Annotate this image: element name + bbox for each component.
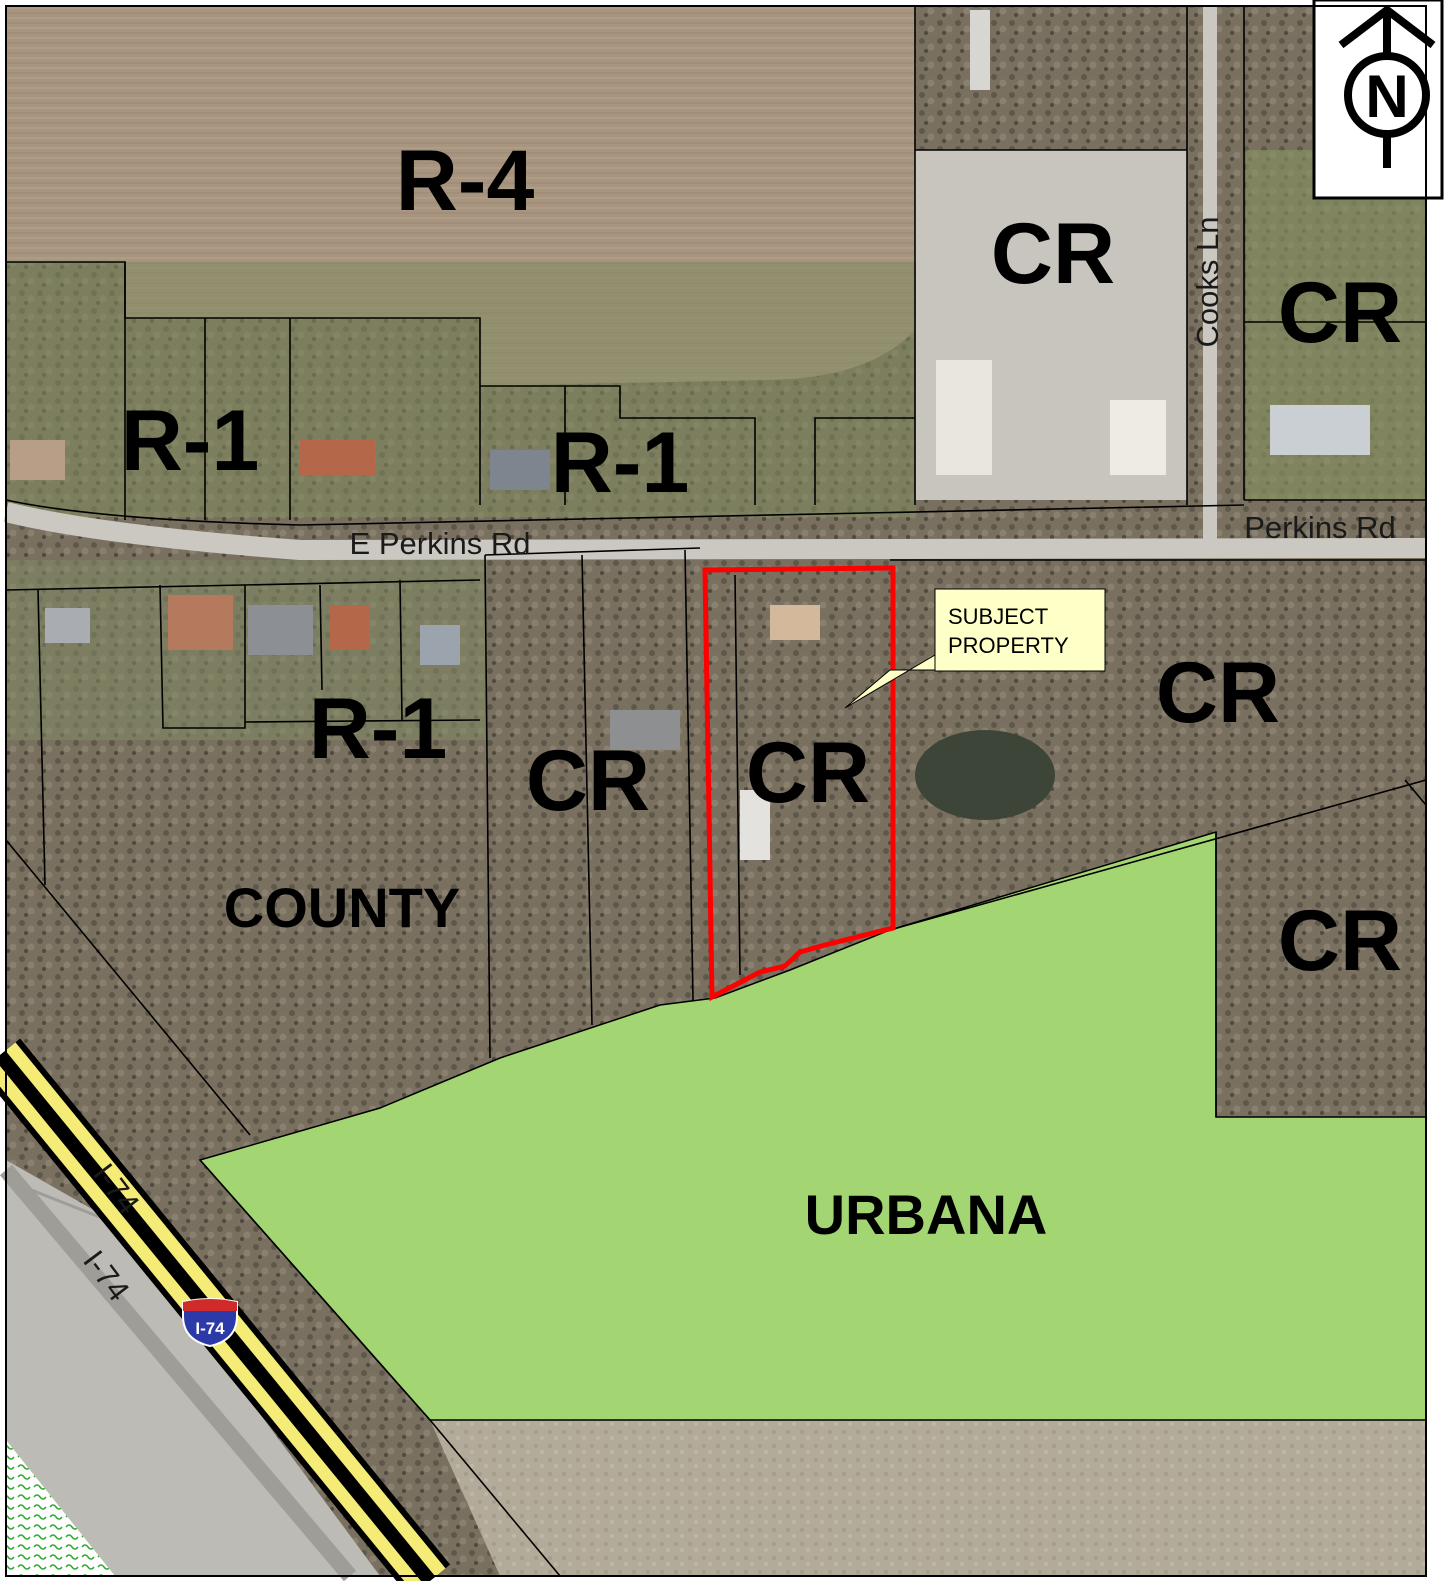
- callout-line1: SUBJECT: [948, 604, 1048, 629]
- zone-label-cr-east: CR: [1156, 645, 1280, 741]
- zone-labels: R-4 R-1 R-1 R-1 CR CR CR CR CR CR COUNTY…: [121, 133, 1402, 1246]
- aerial-background: [3, 6, 1427, 1576]
- callout-line2: PROPERTY: [948, 633, 1069, 658]
- zone-label-r4: R-4: [396, 133, 535, 229]
- north-arrow-icon: N: [1312, 0, 1444, 200]
- zone-label-cr-north: CR: [991, 206, 1115, 302]
- subject-property-outline[interactable]: [702, 565, 896, 1002]
- zone-label-urbana: URBANA: [805, 1183, 1048, 1246]
- zone-label-cr-southeast: CR: [1278, 893, 1402, 989]
- north-arrow-letter: N: [1365, 63, 1408, 130]
- zone-label-r1-center: R-1: [551, 415, 690, 511]
- subject-property-callout: SUBJECT PROPERTY: [844, 588, 1106, 709]
- zone-label-county: COUNTY: [224, 876, 460, 939]
- interstate-shield-icon: I-74: [182, 1298, 238, 1348]
- road-label-perkins: Perkins Rd: [1244, 510, 1396, 545]
- zone-label-r1-south: R-1: [309, 681, 448, 777]
- zone-label-cr-northeast: CR: [1278, 265, 1402, 361]
- road-label-e-perkins: E Perkins Rd: [350, 526, 531, 561]
- map-frame: [5, 5, 1427, 1577]
- parcel-lines: [5, 6, 1427, 1577]
- zone-label-cr-subject: CR: [746, 725, 870, 821]
- interstate-shield-label: I-74: [195, 1319, 225, 1338]
- zone-label-cr-middle: CR: [526, 733, 650, 829]
- road-labels: E Perkins Rd Perkins Rd Cooks Ln I-74 I-…: [76, 217, 1395, 1308]
- zone-label-r1-west: R-1: [121, 393, 260, 489]
- road-label-cooks: Cooks Ln: [1190, 217, 1225, 348]
